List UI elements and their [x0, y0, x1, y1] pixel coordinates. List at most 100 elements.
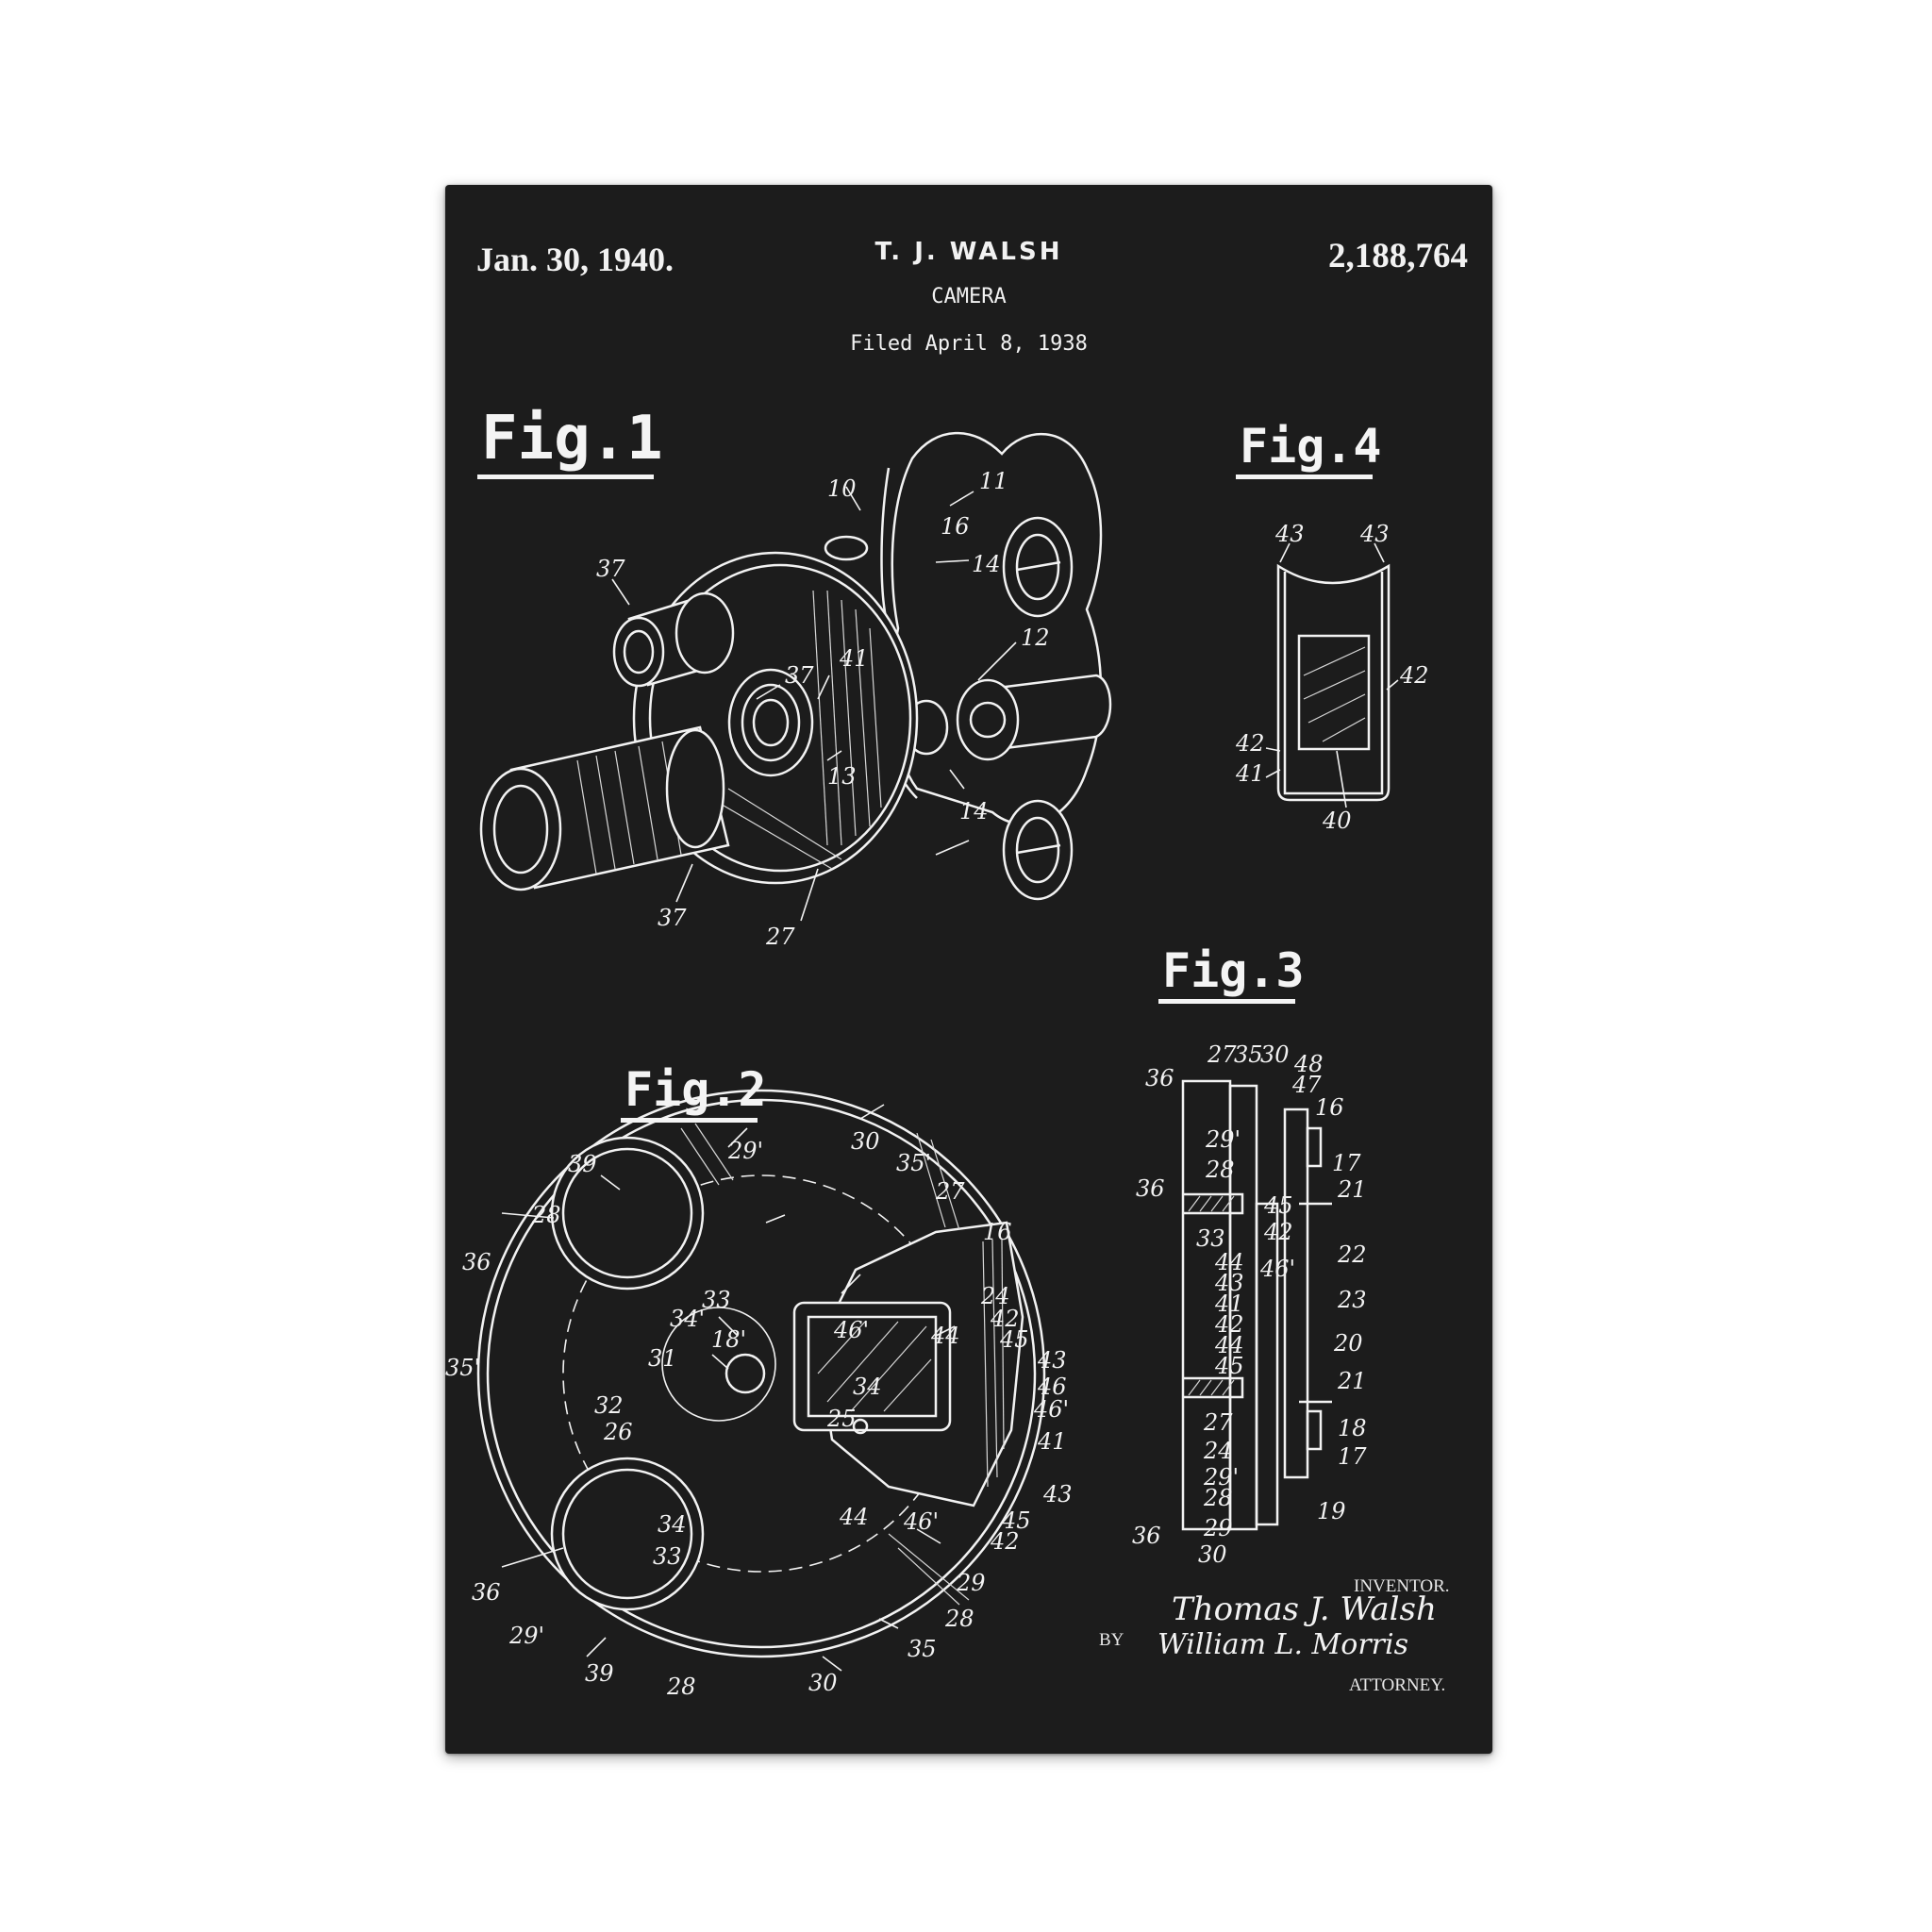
fig3-ref-47: 47 — [1291, 1072, 1322, 1098]
fig2-ref-34p: 34' — [670, 1306, 705, 1332]
inventor-name: T. J. WALSH — [874, 238, 1063, 266]
fig2-ref-31: 31 — [648, 1345, 677, 1372]
fig3-label: Fig.3 — [1158, 943, 1305, 1004]
fig1-camera-drawing: 10 11 16 14 37 12 41 37 14 13 37 27 — [479, 431, 1112, 950]
fig2-ref-45b: 45 — [1001, 1507, 1031, 1534]
fig1-ref-37c: 37 — [658, 905, 687, 931]
fig2-ref-44: 44 — [930, 1323, 960, 1349]
fig1-ref-37: 37 — [596, 556, 625, 582]
fig3-ref-28: 28 — [1205, 1157, 1235, 1183]
fig3-ref-44: 44 — [1214, 1249, 1244, 1275]
fig1-ref-13: 13 — [827, 763, 857, 790]
fig2-ref-41: 41 — [1037, 1428, 1067, 1455]
fig4-ref-42b: 42 — [1235, 730, 1265, 757]
fig2-ref-16: 16 — [983, 1219, 1012, 1245]
fig2-ref-46: 46 — [1037, 1374, 1067, 1400]
filed-date: Filed April 8, 1938 — [850, 332, 1088, 356]
fig2-ref-18p: 18' — [711, 1326, 746, 1353]
fig2-ref-36: 36 — [462, 1249, 491, 1275]
fig2-ref-34b: 34 — [658, 1511, 687, 1538]
fig2-ref-36b: 36 — [472, 1579, 501, 1606]
patent-canvas: Jan. 30, 1940. T. J. WALSH CAMERA Filed … — [445, 185, 1492, 1754]
fig2-ref-42b: 42 — [990, 1528, 1020, 1555]
fig1-ref-11: 11 — [979, 468, 1008, 494]
fig3-ref-21b: 21 — [1337, 1368, 1367, 1394]
fig2-label: Fig.2 — [621, 1062, 767, 1123]
fig3-ref-27: 27 — [1207, 1041, 1237, 1068]
fig3-section-drawing: 36 27 35 30 48 47 16 29' 28 36 17 21 45 … — [1132, 1041, 1367, 1568]
fig3-ref-48: 48 — [1293, 1051, 1324, 1077]
fig3-ref-44b: 44 — [1214, 1332, 1244, 1358]
fig2-ref-33: 33 — [702, 1287, 731, 1313]
fig2-ref-39: 39 — [568, 1151, 597, 1177]
fig2-ref-32: 32 — [594, 1392, 624, 1419]
fig4-plate-drawing: 43 43 42 42 41 40 — [1235, 521, 1429, 834]
fig3-ref-22: 22 — [1337, 1241, 1367, 1268]
fig3-ref-30: 30 — [1260, 1041, 1290, 1068]
fig2-ref-42: 42 — [990, 1306, 1020, 1332]
fig2-ref-35p: 35' — [896, 1150, 931, 1176]
fig1-ref-16: 16 — [941, 513, 970, 540]
fig3-ref-17: 17 — [1332, 1150, 1361, 1176]
fig4-ref-43: 43 — [1274, 521, 1305, 547]
fig2-ref-35pb: 35' — [445, 1355, 480, 1381]
fig2-ref-34: 34 — [853, 1374, 882, 1400]
patent-number: 2,188,764 — [1328, 237, 1468, 275]
fig1-ref-37b: 37 — [785, 662, 814, 689]
fig4-ref-43b: 43 — [1359, 521, 1390, 547]
fig2-ref-43b: 43 — [1042, 1481, 1073, 1507]
fig3-ref-16: 16 — [1315, 1094, 1344, 1121]
fig3-ref-17b: 17 — [1338, 1443, 1367, 1470]
fig3-ref-29: 29 — [1203, 1515, 1233, 1541]
fig3-ref-35: 35 — [1234, 1041, 1263, 1068]
fig2-ref-28b: 28 — [944, 1606, 974, 1632]
fig3-ref-20: 20 — [1333, 1330, 1363, 1357]
fig1-ref-41: 41 — [839, 645, 869, 672]
fig3-ref-21: 21 — [1337, 1176, 1367, 1203]
attorney-signature: William L. Morris — [1158, 1628, 1409, 1661]
fig3-ref-46p: 46' — [1259, 1256, 1295, 1282]
fig2-ref-45: 45 — [999, 1326, 1029, 1353]
fig3-ref-24: 24 — [1203, 1438, 1233, 1464]
fig2-turret-drawing: 29' 30 35' 39 27 28 16 36 33 34' 24 42 4… — [445, 1089, 1073, 1700]
fig4-ref-40: 40 — [1322, 808, 1352, 834]
fig3-ref-41: 41 — [1214, 1291, 1244, 1317]
fig3-ref-28b: 28 — [1203, 1485, 1233, 1511]
fig3-ref-18: 18 — [1338, 1415, 1367, 1441]
fig3-ref-29pb: 29' — [1203, 1464, 1239, 1491]
fig2-ref-33b: 33 — [653, 1543, 682, 1570]
by-label: BY — [1099, 1630, 1124, 1650]
fig3-ref-42: 42 — [1263, 1219, 1293, 1245]
fig1-label: Fig.1 — [477, 404, 663, 479]
fig4-label: Fig.4 — [1236, 419, 1382, 479]
fig2-ref-46p: 46' — [833, 1317, 869, 1343]
fig2-ref-27: 27 — [935, 1178, 965, 1205]
fig3-ref-30b: 30 — [1198, 1541, 1227, 1568]
fig3-ref-33: 33 — [1196, 1225, 1225, 1252]
fig2-ref-28c: 28 — [666, 1674, 696, 1700]
fig2-ref-25: 25 — [826, 1406, 857, 1432]
fig2-ref-29p: 29' — [727, 1138, 763, 1164]
fig2-ref-24: 24 — [980, 1283, 1010, 1309]
fig1-ref-14b: 14 — [959, 798, 989, 824]
patent-date: Jan. 30, 1940. — [476, 241, 675, 278]
fig2-ref-28: 28 — [531, 1202, 561, 1228]
fig1-ref-27: 27 — [765, 924, 795, 950]
patent-title: CAMERA — [931, 285, 1007, 308]
inventor-signature: Thomas J. Walsh — [1172, 1591, 1437, 1628]
fig2-ref-46pb: 46' — [1033, 1396, 1069, 1423]
fig2-ref-39b: 39 — [585, 1660, 614, 1687]
fig3-ref-45: 45 — [1263, 1192, 1293, 1219]
fig3-ref-36: 36 — [1145, 1065, 1174, 1091]
fig4-ref-41: 41 — [1235, 760, 1265, 787]
fig2-ref-26: 26 — [603, 1419, 633, 1445]
fig3-ref-27b: 27 — [1203, 1409, 1233, 1436]
fig3-ref-36b: 36 — [1136, 1175, 1165, 1202]
fig1-ref-12: 12 — [1021, 625, 1050, 651]
fig3-ref-29p: 29' — [1205, 1126, 1241, 1153]
fig2-ref-29: 29 — [956, 1570, 986, 1596]
fig2-ref-43: 43 — [1037, 1347, 1067, 1374]
fig3-ref-23: 23 — [1337, 1287, 1367, 1313]
attorney-label: ATTORNEY. — [1349, 1675, 1446, 1695]
fig2-ref-46pc: 46' — [903, 1508, 939, 1535]
